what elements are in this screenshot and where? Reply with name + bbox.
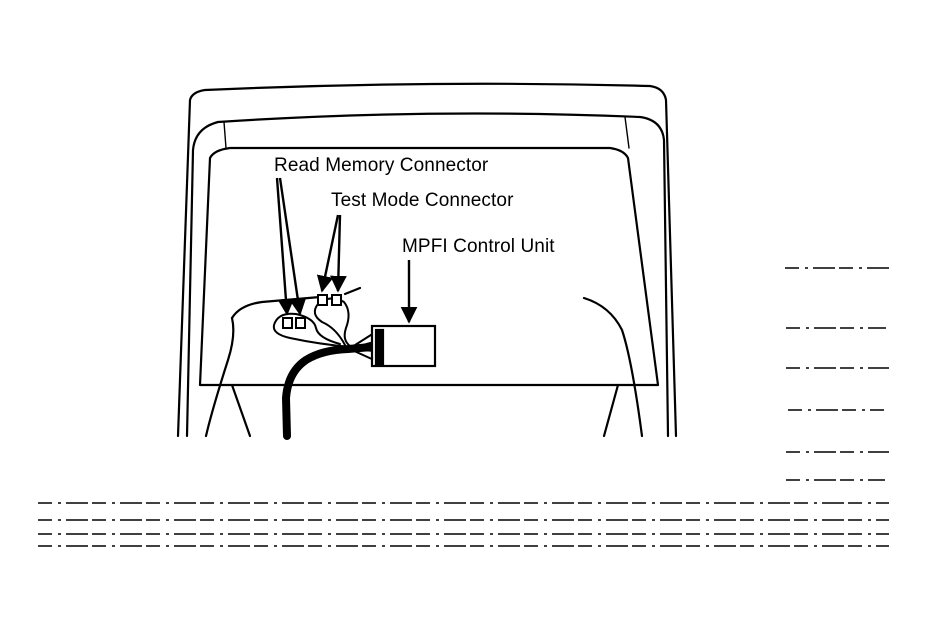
right-fender-line (582, 296, 644, 438)
test-mode-connector-right (331, 294, 342, 306)
control-unit-wire-4 (351, 349, 375, 361)
read-memory-connector-label: Read Memory Connector (274, 155, 489, 176)
read-memory-connector-right (295, 317, 306, 329)
read-memory-arrow-right (278, 177, 307, 316)
control-unit-plug-1 (374, 328, 385, 339)
hood-inner-rim (185, 112, 670, 438)
test-mode-arrow-left (316, 214, 340, 293)
bay-contour (230, 286, 362, 320)
test-mode-connector-left (317, 294, 328, 306)
left-fender-line-inner (230, 383, 252, 438)
read-memory-connector-left (282, 317, 293, 329)
right-fender-line-inner (602, 383, 620, 438)
control-unit-plug-4 (374, 355, 385, 366)
callout-arrows (275, 177, 418, 324)
mpfi-control-unit-label: MPFI Control Unit (402, 236, 555, 257)
read-memory-pigtail (272, 312, 351, 348)
read-memory-arrow-left (275, 177, 295, 316)
faded-scan-text (38, 267, 889, 547)
hood-outer-edge (176, 82, 678, 438)
control-unit-wire-1 (351, 332, 375, 348)
test-mode-arrow-right (330, 214, 347, 293)
read-memory-connector-pair (282, 317, 306, 329)
test-mode-connector-pair (317, 294, 342, 306)
engine-bay-frame (198, 146, 660, 387)
control-unit-plug-2 (374, 337, 385, 348)
vehicle-body-outline (176, 82, 678, 438)
left-pillar-line (223, 121, 227, 149)
mpfi-control-unit-box (370, 324, 437, 368)
test-mode-connector-label: Test Mode Connector (331, 190, 514, 211)
control-unit-wire-2 (351, 341, 375, 349)
control-unit-plug-3 (374, 346, 385, 357)
control-unit-wire-3 (351, 348, 375, 352)
test-mode-pigtail (313, 297, 351, 347)
wiring-harness (272, 297, 376, 440)
main-harness-cable (282, 343, 376, 440)
right-pillar-line (624, 116, 630, 149)
left-fender-line (204, 316, 235, 438)
